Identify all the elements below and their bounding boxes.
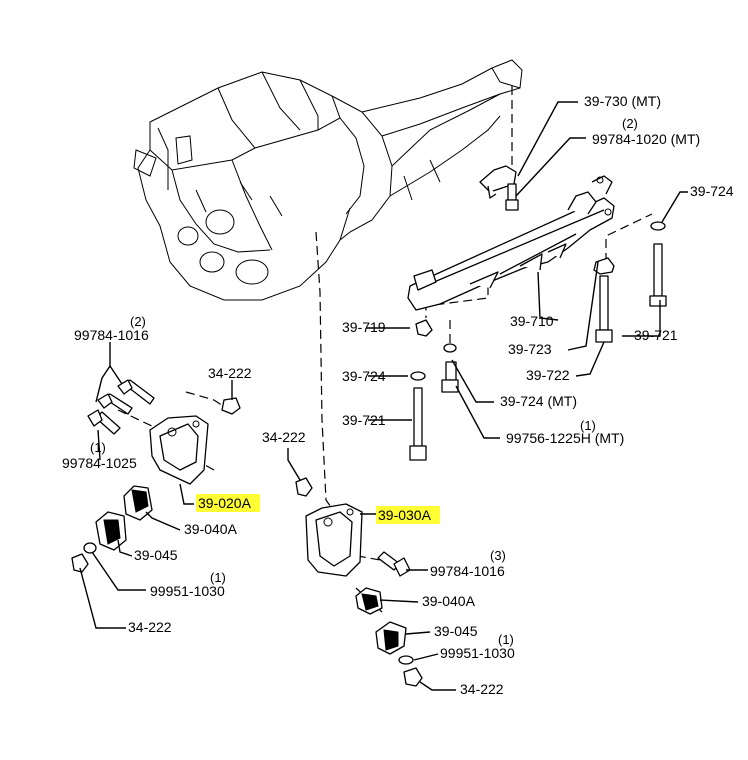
label-99951-1030-left: 99951-1030 bbox=[150, 583, 225, 599]
bolt-99756-1225H bbox=[441, 361, 459, 393]
washer-39-724-mt bbox=[443, 343, 457, 353]
rubber-39-045-right bbox=[375, 621, 407, 655]
label-34-222-left-top: 34-222 bbox=[208, 365, 252, 381]
label-39-719: 39-719 bbox=[342, 319, 386, 335]
label-39-722: 39-722 bbox=[526, 367, 570, 383]
qty-99784-1025: (1) bbox=[90, 440, 106, 455]
washer-39-724-mid bbox=[410, 371, 426, 381]
label-39-721-right: 39-721 bbox=[634, 327, 678, 343]
mount-39-040A-right bbox=[355, 587, 383, 615]
part-labels: 39-730 (MT) (2) 99784-1020 (MT) 39-724 3… bbox=[62, 93, 734, 697]
crossmember-39-710 bbox=[407, 175, 615, 311]
nut-34-222-left-bottom bbox=[71, 553, 89, 573]
label-39-724-mt: 39-724 (MT) bbox=[500, 393, 577, 409]
bolts-99784-1016-right bbox=[377, 551, 411, 577]
alignment-dashed-lines bbox=[117, 86, 653, 613]
label-39-710: 39-710 bbox=[510, 313, 554, 329]
qty-99784-1020: (2) bbox=[622, 116, 638, 131]
washer-99951-1030-left bbox=[83, 542, 97, 554]
washer-39-724-top bbox=[650, 221, 666, 231]
qty-99784-1016-left: (2) bbox=[130, 314, 146, 329]
label-39-721-mid: 39-721 bbox=[342, 412, 386, 428]
label-39-045-right: 39-045 bbox=[434, 623, 478, 639]
label-99951-1030-right: 99951-1030 bbox=[440, 645, 515, 661]
label-99784-1025: 99784-1025 bbox=[62, 455, 137, 471]
bracket-39-030A bbox=[305, 503, 363, 577]
nut-34-222-left-top bbox=[221, 397, 241, 415]
label-39-724-mid: 39-724 bbox=[342, 368, 386, 384]
qty-99951-1030-right: (1) bbox=[498, 632, 514, 647]
label-34-222-center: 34-222 bbox=[262, 429, 306, 445]
nut-34-222-right-bottom bbox=[403, 667, 423, 687]
bolt-39-721-right bbox=[649, 243, 667, 307]
bolt-39-722 bbox=[595, 275, 613, 343]
label-99756-1225H: 99756-1225H (MT) bbox=[506, 430, 624, 446]
bolt-99784-1020 bbox=[505, 183, 519, 211]
label-99784-1016-left: 99784-1016 bbox=[74, 327, 149, 343]
label-34-222-left-bottom: 34-222 bbox=[128, 619, 172, 635]
label-99784-1020: 99784-1020 (MT) bbox=[592, 131, 700, 147]
qty-99951-1030-left: (1) bbox=[210, 570, 226, 585]
rubber-39-045-left bbox=[95, 511, 127, 551]
qty-99756-1225H: (1) bbox=[580, 418, 596, 433]
label-39-030A: 39-030A bbox=[378, 507, 432, 523]
mount-39-040A-left bbox=[123, 485, 153, 521]
label-39-040A-right: 39-040A bbox=[422, 593, 476, 609]
bush-39-723 bbox=[593, 257, 615, 275]
label-39-724-top: 39-724 bbox=[690, 183, 734, 199]
label-34-222-right-bottom: 34-222 bbox=[460, 681, 504, 697]
leader-lines bbox=[79, 101, 688, 691]
label-39-730: 39-730 (MT) bbox=[584, 93, 661, 109]
bolt-99784-1025 bbox=[87, 409, 121, 435]
highlight-39-020A bbox=[196, 494, 260, 512]
qty-99784-1016-right: (3) bbox=[490, 548, 506, 563]
bracket-39-020A bbox=[149, 415, 209, 485]
label-39-045-left: 39-045 bbox=[134, 547, 178, 563]
engine-transmission-illustration bbox=[133, 59, 523, 301]
highlight-39-030A bbox=[376, 506, 440, 524]
bracket-39-719 bbox=[415, 319, 433, 337]
label-39-723: 39-723 bbox=[508, 341, 552, 357]
bolt-39-721-mid bbox=[409, 387, 427, 461]
nut-34-222-center bbox=[295, 477, 313, 497]
label-39-040A-left: 39-040A bbox=[184, 521, 238, 537]
washer-99951-1030-right bbox=[398, 655, 414, 665]
rubber-mount-39-730 bbox=[479, 165, 517, 199]
bolts-99784-1016-left bbox=[97, 379, 155, 415]
label-99784-1016-right: 99784-1016 bbox=[430, 563, 505, 579]
label-39-020A: 39-020A bbox=[198, 495, 252, 511]
